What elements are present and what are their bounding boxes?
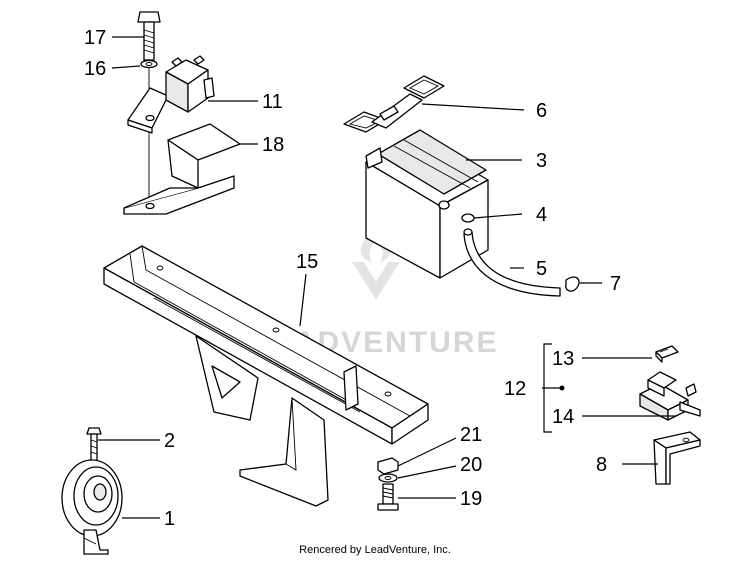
part-15-frame[interactable] [103,245,429,507]
callout-15[interactable]: 15 [296,251,318,273]
part-6-strap[interactable] [343,75,445,133]
part-14-fuse-holder[interactable] [639,371,701,421]
callout-8[interactable]: 8 [596,454,607,476]
part-7-clip[interactable] [565,276,580,292]
callout-5[interactable]: 5 [536,258,547,280]
part-17-bolt[interactable] [137,11,161,61]
part-2-screw[interactable] [86,427,102,465]
callout-18[interactable]: 18 [262,134,284,156]
group-12-bracket [542,343,565,433]
callout-13[interactable]: 13 [552,348,574,370]
part-21-nut[interactable] [377,457,399,475]
part-18-bracket[interactable] [123,123,241,215]
callout-7[interactable]: 7 [610,273,621,295]
leader-lines [98,36,676,519]
callout-4[interactable]: 4 [536,204,547,226]
part-13-fuse[interactable] [655,345,679,363]
callout-21[interactable]: 21 [460,424,482,446]
callout-2[interactable]: 2 [164,430,175,452]
callout-12[interactable]: 12 [504,378,526,400]
part-11-relay[interactable] [127,55,215,134]
callout-16[interactable]: 16 [84,58,106,80]
part-1-horn[interactable] [61,459,123,555]
callouts: 17 16 11 18 6 3 4 5 7 15 13 12 14 8 2 1 … [84,27,621,530]
callout-11[interactable]: 11 [262,91,283,113]
callout-19[interactable]: 19 [460,488,482,510]
part-8-bracket[interactable] [653,431,701,485]
part-4-fitting[interactable] [461,213,475,223]
callout-1[interactable]: 1 [164,508,175,530]
callout-6[interactable]: 6 [536,100,547,122]
footer-credit: Rencered by LeadVenture, Inc. [299,544,451,556]
part-20-washer[interactable] [378,473,398,483]
callout-17[interactable]: 17 [84,27,106,49]
part-5-tube[interactable] [463,228,561,297]
callout-14[interactable]: 14 [552,406,574,428]
part-19-bolt[interactable] [377,483,399,511]
part-16-washer[interactable] [140,59,158,69]
callout-20[interactable]: 20 [460,454,482,476]
callout-3[interactable]: 3 [536,150,547,172]
